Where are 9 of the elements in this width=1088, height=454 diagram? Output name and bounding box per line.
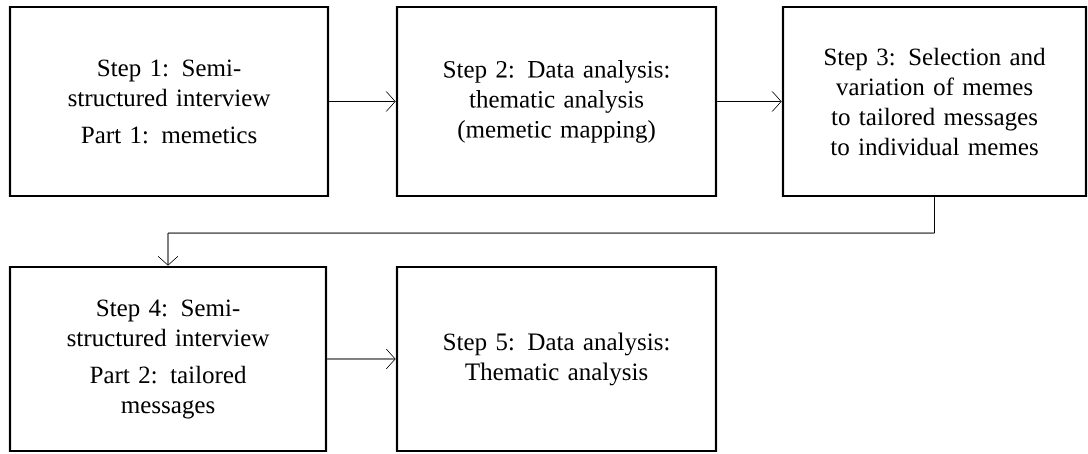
step-box: Step 1: Semi-structured interview Part 1: memetics: [8, 5, 330, 198]
arrow: [716, 91, 782, 112]
step-box: Step 2: Data analysis: thematic analysis (memetic mapping): [395, 5, 718, 198]
step-box: Step 3: Selection and variation of memes to tailored messages to individual memes: [781, 5, 1088, 198]
step-box: Step 5: Data analysis: Thematic analysis: [395, 265, 718, 453]
arrow: [157, 196, 935, 266]
arrow: [328, 91, 396, 112]
step-box: Step 4: Semi-structured interview Part 2: tailored messages: [8, 265, 328, 453]
arrow: [326, 348, 396, 370]
